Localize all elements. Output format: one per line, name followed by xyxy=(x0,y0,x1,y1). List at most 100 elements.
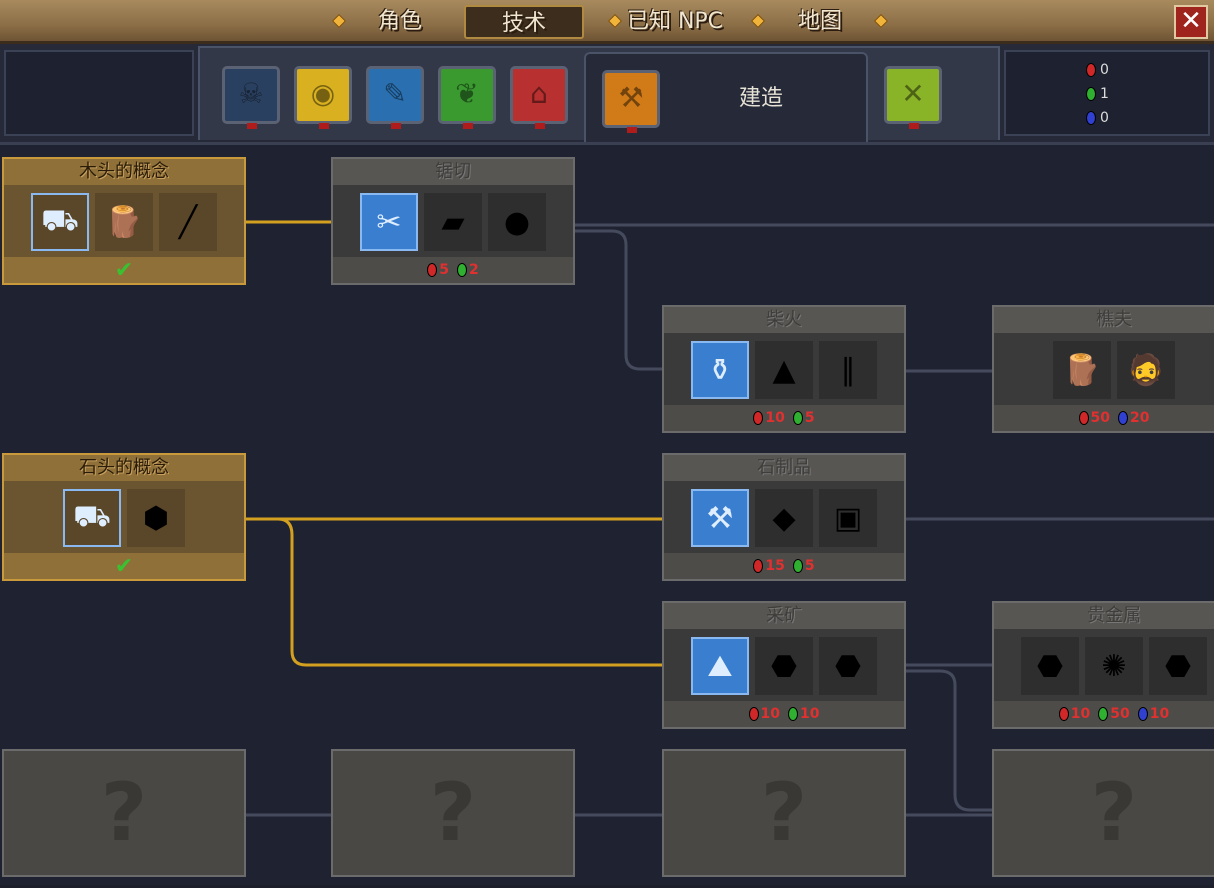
close-button[interactable]: ✕ xyxy=(1174,5,1208,39)
tech-node-items: ⚒◆▣ xyxy=(664,481,904,547)
category-skull-icon[interactable]: ☠ xyxy=(222,66,280,129)
tech-node-title: 锯切 xyxy=(333,159,573,185)
unknown-tech-node[interactable]: ? xyxy=(992,749,1214,877)
red-gem-icon xyxy=(427,263,438,277)
cost-value: 5 xyxy=(804,558,815,574)
connector xyxy=(905,669,992,812)
unknown-tech-node[interactable]: ? xyxy=(2,749,246,877)
cost-value: 10 xyxy=(800,706,820,722)
category-scroll-icon[interactable]: ⌂ xyxy=(510,66,568,129)
category-bar: ☠◉✎❦⌂ ⚒ ✕ 建造 0 1 0 xyxy=(0,44,1214,142)
cost-value: 5 xyxy=(804,410,815,426)
cost-value: 10 xyxy=(1149,706,1170,722)
cost-red: 15 xyxy=(753,558,785,574)
cost-green: 10 xyxy=(788,706,819,722)
blueprint-icon[interactable]: ⚱ xyxy=(691,341,749,399)
blueprint-icon[interactable]: ✂ xyxy=(360,193,418,251)
green-gem-icon xyxy=(792,559,803,573)
stone-block-icon[interactable]: ◆ xyxy=(755,489,813,547)
tab-character[interactable]: 角色 xyxy=(377,9,422,34)
category-eye-icon[interactable]: ◉ xyxy=(294,66,352,129)
cost-green: 2 xyxy=(457,262,479,278)
green-points: 1 xyxy=(1086,86,1109,102)
tree-connectors xyxy=(245,220,1214,817)
connector xyxy=(575,229,662,371)
firewood-icon[interactable]: ▲ xyxy=(755,341,813,399)
green-gem-icon xyxy=(1098,707,1109,721)
gold-nugget-icon[interactable]: ✺ xyxy=(1085,637,1143,695)
category-hammer-icon[interactable]: ⚒ xyxy=(602,70,660,133)
red-gem-icon xyxy=(1086,63,1096,77)
selected-category-label: 建造 xyxy=(738,86,783,111)
diamond-ornament-icon xyxy=(750,13,766,29)
board-icon[interactable]: ▰ xyxy=(424,193,482,251)
blue-points: 0 xyxy=(1086,110,1109,126)
tab-known-npc[interactable]: 已知 NPC xyxy=(626,9,724,34)
tech-node-items: ⚱▲∥ xyxy=(664,333,904,399)
green-gem-icon xyxy=(788,707,798,721)
cost-value: 10 xyxy=(1070,706,1091,722)
silver-ore-icon[interactable]: ⬣ xyxy=(1021,637,1079,695)
tab-map[interactable]: 地图 xyxy=(797,9,842,34)
tech-node-cost: 10 10 xyxy=(664,701,904,727)
cost-value: 50 xyxy=(1090,410,1110,426)
raw-silver-icon[interactable]: ⬣ xyxy=(1149,637,1207,695)
log-icon[interactable]: 🪵 xyxy=(1053,341,1111,399)
tech-node[interactable]: 木头的概念⛟🪵╱✔ xyxy=(2,157,246,285)
tech-node-title: 柴火 xyxy=(664,307,904,333)
logs-icon[interactable]: ∥ xyxy=(819,341,877,399)
stone-cutter-icon[interactable]: ▣ xyxy=(819,489,877,547)
tech-node[interactable]: 石头的概念 ⛟⬢ ✔ xyxy=(2,453,246,581)
cost-value: 5 xyxy=(439,262,449,278)
tech-node-items: ⬣✺⬣ xyxy=(994,629,1214,695)
red-gem-icon xyxy=(753,559,764,573)
plank-icon[interactable]: ╱ xyxy=(159,193,217,251)
unlocked-check: ✔ xyxy=(4,553,244,579)
blueprint-icon[interactable]: ⚒ xyxy=(691,489,749,547)
stump-icon[interactable]: ● xyxy=(488,193,546,251)
diamond-ornament-icon xyxy=(873,13,889,29)
tech-node-title: 樵夫 xyxy=(994,307,1214,333)
red-gem-icon xyxy=(753,411,764,425)
blueprint-icon[interactable]: ⛟ xyxy=(31,193,89,251)
category-leaf-icon[interactable]: ❦ xyxy=(438,66,496,129)
category-fork-knife-icon[interactable]: ✕ xyxy=(884,66,942,129)
stone-icon[interactable]: ⬢ xyxy=(127,489,185,547)
red-points: 0 xyxy=(1086,62,1109,78)
tech-node-items: ⛟🪵╱ xyxy=(4,185,244,251)
unknown-tech-node[interactable]: ? xyxy=(331,749,575,877)
unknown-tech-node[interactable]: ? xyxy=(662,749,906,877)
iron-ore-icon[interactable]: ⬣ xyxy=(819,637,877,695)
tab-technology[interactable]: 技术 xyxy=(464,5,584,39)
woodcutter-icon[interactable]: 🧔 xyxy=(1117,341,1175,399)
log-icon[interactable]: 🪵 xyxy=(95,193,153,251)
blue-gem-icon xyxy=(1118,411,1128,425)
cost-red: 50 xyxy=(1078,410,1110,426)
top-nav-bar: 角色 技术 已知 NPC 地图 ✕ xyxy=(0,0,1214,44)
blueprint-icon[interactable]: ⛰ xyxy=(691,637,749,695)
category-feather-icon[interactable]: ✎ xyxy=(366,66,424,129)
blueprint-icon[interactable]: ⛟ xyxy=(63,489,121,547)
tech-node-title: 石头的概念 xyxy=(4,455,244,481)
cost-value: 10 xyxy=(760,706,780,722)
coal-icon[interactable]: ⬣ xyxy=(755,637,813,695)
cost-value: 20 xyxy=(1130,410,1150,426)
unlocked-check: ✔ xyxy=(4,257,244,283)
tech-node-items: ✂▰● xyxy=(333,185,573,251)
red-gem-icon xyxy=(748,707,759,721)
red-points-value: 0 xyxy=(1100,62,1109,78)
left-panel xyxy=(4,50,194,136)
cost-value: 15 xyxy=(765,558,785,574)
cost-red: 10 xyxy=(1058,706,1091,722)
cost-red: 5 xyxy=(427,262,449,278)
cost-green: 50 xyxy=(1098,706,1130,722)
tech-node[interactable]: 樵夫 🪵🧔 50 20 xyxy=(992,305,1214,433)
